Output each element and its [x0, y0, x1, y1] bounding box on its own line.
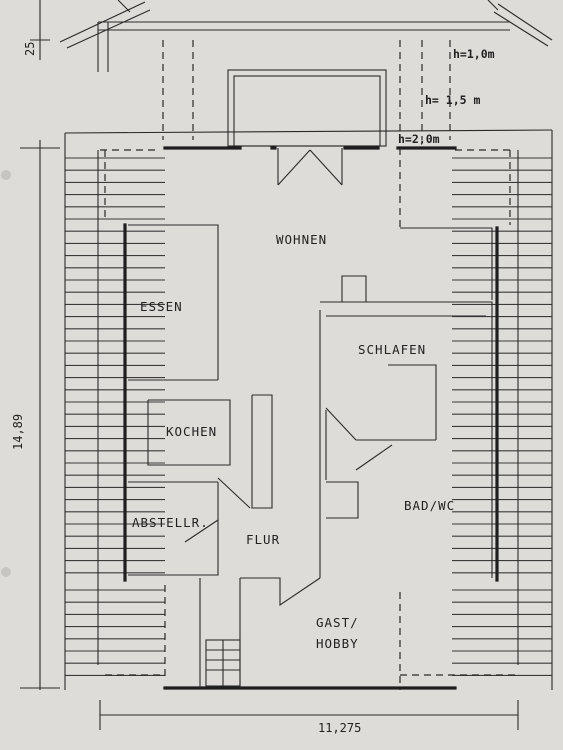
roof-outline	[64, 129, 553, 690]
binder-hole-bottom	[1, 567, 11, 577]
balcony-dormer	[227, 69, 387, 186]
binder-hole-top	[1, 170, 11, 180]
dimension-label-top: 25	[23, 42, 37, 56]
room-label-flur: FLUR	[246, 532, 280, 547]
dimension-label-width: 11,275	[318, 721, 361, 735]
gable-section	[59, 0, 553, 72]
dimension-lines	[20, 0, 519, 730]
height-label-1: h=1,0m	[453, 47, 495, 61]
interior-walls	[128, 224, 493, 688]
roof-hatching-bottom	[65, 589, 552, 676]
room-label-essen: ESSEN	[140, 299, 183, 314]
room-label-bad-wc: BAD/WC	[404, 498, 455, 513]
room-label-gast: GAST/	[316, 615, 359, 630]
room-label-wohnen: WOHNEN	[276, 232, 327, 247]
roof-hatching-right	[452, 157, 552, 574]
room-label-kochen: KOCHEN	[166, 424, 217, 439]
room-label-schlafen: SCHLAFEN	[358, 342, 426, 357]
room-label-abstellr: ABSTELLR.	[132, 515, 209, 530]
room-label-hobby: HOBBY	[316, 636, 359, 651]
height-lines	[100, 40, 518, 690]
height-label-2: h= 1,5 m	[425, 93, 480, 107]
exterior-walls	[123, 146, 499, 690]
staircase	[205, 639, 241, 687]
dimension-label-height: 14,89	[11, 414, 25, 450]
height-label-3: h=2,0m	[398, 132, 440, 146]
